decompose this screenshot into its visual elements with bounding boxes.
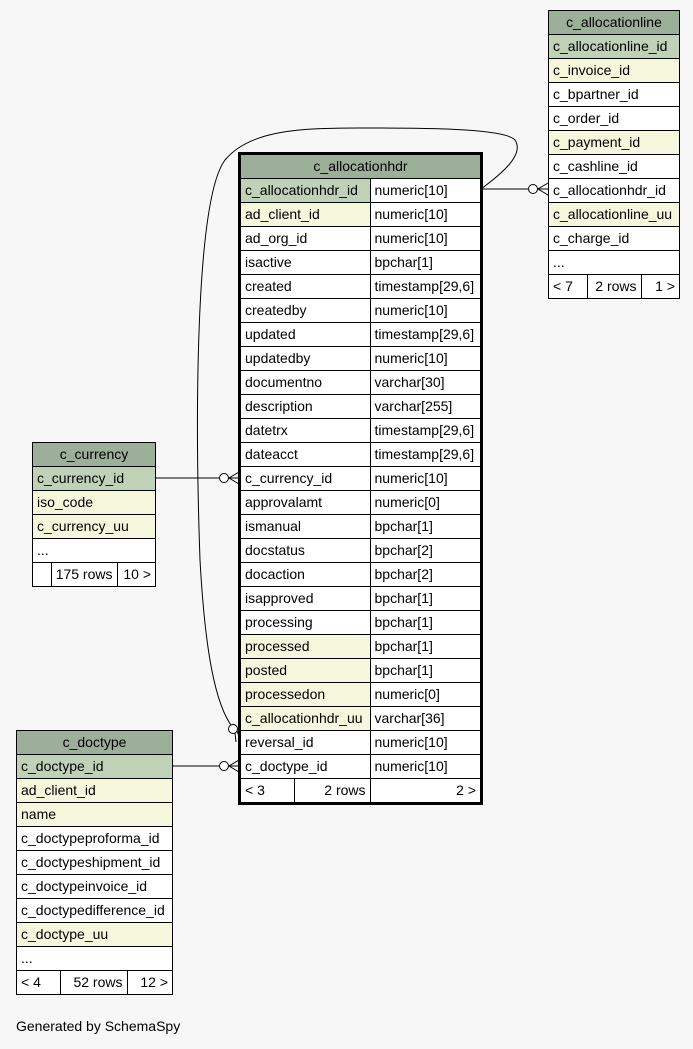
column-type: numeric[10] xyxy=(369,202,481,227)
generated-by-label: Generated by SchemaSpy xyxy=(16,1018,181,1034)
column-type: varchar[255] xyxy=(369,394,481,419)
rel-optional-circle xyxy=(219,761,229,771)
column-row[interactable]: c_doctype_uu xyxy=(17,922,173,947)
parents-count xyxy=(33,562,52,586)
column-row[interactable]: c_order_id xyxy=(549,106,679,131)
children-count[interactable]: 2 > xyxy=(369,778,481,802)
column-type: bpchar[1] xyxy=(369,658,481,683)
column-name[interactable]: reversal_id xyxy=(241,730,371,755)
column-name[interactable]: c_currency_id xyxy=(241,466,371,491)
column-name[interactable]: created xyxy=(241,274,371,299)
column-name[interactable]: updatedby xyxy=(241,346,371,371)
column-type: numeric[10] xyxy=(369,754,481,779)
column-type: bpchar[2] xyxy=(369,538,481,563)
column-row[interactable]: c_currency_id xyxy=(33,466,156,491)
column-name[interactable]: documentno xyxy=(241,370,371,395)
column-name[interactable]: ad_org_id xyxy=(241,226,371,251)
column-type: numeric[10] xyxy=(369,346,481,371)
row-count: 2 rows xyxy=(586,274,642,298)
column-name[interactable]: datetrx xyxy=(241,418,371,443)
column-row[interactable]: c_doctypeproforma_id xyxy=(17,826,173,851)
column-name[interactable]: processedon xyxy=(241,682,371,707)
column-name[interactable]: approvalamt xyxy=(241,490,371,515)
column-name[interactable]: updated xyxy=(241,322,371,347)
column-row[interactable]: c_doctypedifference_id xyxy=(17,898,173,923)
column-type: timestamp[29,6] xyxy=(369,322,481,347)
column-type: varchar[30] xyxy=(369,370,481,395)
row-count: 2 rows xyxy=(293,778,371,802)
table-title[interactable]: c_currency xyxy=(33,443,156,467)
column-row[interactable]: c_bpartner_id xyxy=(549,82,679,107)
table-title[interactable]: c_allocationhdr xyxy=(241,155,481,179)
column-type: numeric[10] xyxy=(369,730,481,755)
column-row[interactable]: c_payment_id xyxy=(549,130,679,155)
parents-count[interactable]: < 4 xyxy=(17,970,61,994)
children-count[interactable]: 12 > xyxy=(126,970,173,994)
parents-count[interactable]: < 3 xyxy=(241,778,295,802)
children-count[interactable]: 1 > xyxy=(640,274,679,298)
table-c-doctype[interactable]: c_doctype c_doctype_id ad_client_id name… xyxy=(16,730,173,995)
row-count: 175 rows xyxy=(50,562,118,586)
column-name[interactable]: isactive xyxy=(241,250,371,275)
column-type: numeric[10] xyxy=(369,226,481,251)
crow-foot-allocationline xyxy=(537,182,549,196)
column-type: bpchar[2] xyxy=(369,562,481,587)
table-c-currency[interactable]: c_currency c_currency_id iso_code c_curr… xyxy=(32,442,156,587)
column-type: bpchar[1] xyxy=(369,586,481,611)
column-type: bpchar[1] xyxy=(369,634,481,659)
column-type: varchar[36] xyxy=(369,706,481,731)
column-row[interactable]: c_doctypeinvoice_id xyxy=(17,874,173,899)
column-row[interactable]: c_allocationline_id xyxy=(549,34,679,59)
column-type: numeric[0] xyxy=(369,682,481,707)
column-name[interactable]: c_doctype_id xyxy=(241,754,371,779)
column-row[interactable]: c_doctypeshipment_id xyxy=(17,850,173,875)
table-c-allocationline[interactable]: c_allocationline c_allocationline_id c_i… xyxy=(548,10,680,299)
row-count: 52 rows xyxy=(59,970,128,994)
column-row[interactable]: c_invoice_id xyxy=(549,58,679,83)
rel-optional-circle xyxy=(528,184,538,194)
column-name[interactable]: docaction xyxy=(241,562,371,587)
column-row[interactable]: c_allocationline_uu xyxy=(549,202,679,227)
column-name[interactable]: processing xyxy=(241,610,371,635)
column-type: bpchar[1] xyxy=(369,250,481,275)
column-name[interactable]: processed xyxy=(241,634,371,659)
column-name[interactable]: ad_client_id xyxy=(241,202,371,227)
column-name[interactable]: docstatus xyxy=(241,538,371,563)
column-type: bpchar[1] xyxy=(369,514,481,539)
column-type: numeric[10] xyxy=(369,178,481,203)
parents-count[interactable]: < 7 xyxy=(549,274,588,298)
table-title[interactable]: c_allocationline xyxy=(549,11,679,35)
column-type: numeric[0] xyxy=(369,490,481,515)
rel-optional-circle xyxy=(228,724,238,734)
column-row[interactable]: c_charge_id xyxy=(549,226,679,251)
column-name[interactable]: description xyxy=(241,394,371,419)
column-name[interactable]: isapproved xyxy=(241,586,371,611)
column-row[interactable]: c_currency_uu xyxy=(33,514,156,539)
column-row[interactable]: iso_code xyxy=(33,490,156,515)
column-row[interactable]: c_doctype_id xyxy=(17,754,173,779)
column-row[interactable]: name xyxy=(17,802,173,827)
column-name[interactable]: c_allocationhdr_uu xyxy=(241,706,371,731)
column-name[interactable]: c_allocationhdr_id xyxy=(241,178,371,203)
column-row: ... xyxy=(17,946,173,971)
column-type: timestamp[29,6] xyxy=(369,442,481,467)
column-row: ... xyxy=(33,538,156,563)
column-type: timestamp[29,6] xyxy=(369,418,481,443)
column-row: ... xyxy=(549,250,679,275)
rel-optional-circle xyxy=(219,473,229,483)
column-row[interactable]: c_cashline_id xyxy=(549,154,679,179)
column-type: numeric[10] xyxy=(369,466,481,491)
table-title[interactable]: c_doctype xyxy=(17,731,173,755)
column-row[interactable]: c_allocationhdr_id xyxy=(549,178,679,203)
column-name[interactable]: createdby xyxy=(241,298,371,323)
children-count[interactable]: 10 > xyxy=(116,562,156,586)
column-type: numeric[10] xyxy=(369,298,481,323)
column-name[interactable]: dateacct xyxy=(241,442,371,467)
column-row[interactable]: ad_client_id xyxy=(17,778,173,803)
column-type: bpchar[1] xyxy=(369,610,481,635)
column-name[interactable]: posted xyxy=(241,658,371,683)
column-name[interactable]: ismanual xyxy=(241,514,371,539)
column-type: timestamp[29,6] xyxy=(369,274,481,299)
